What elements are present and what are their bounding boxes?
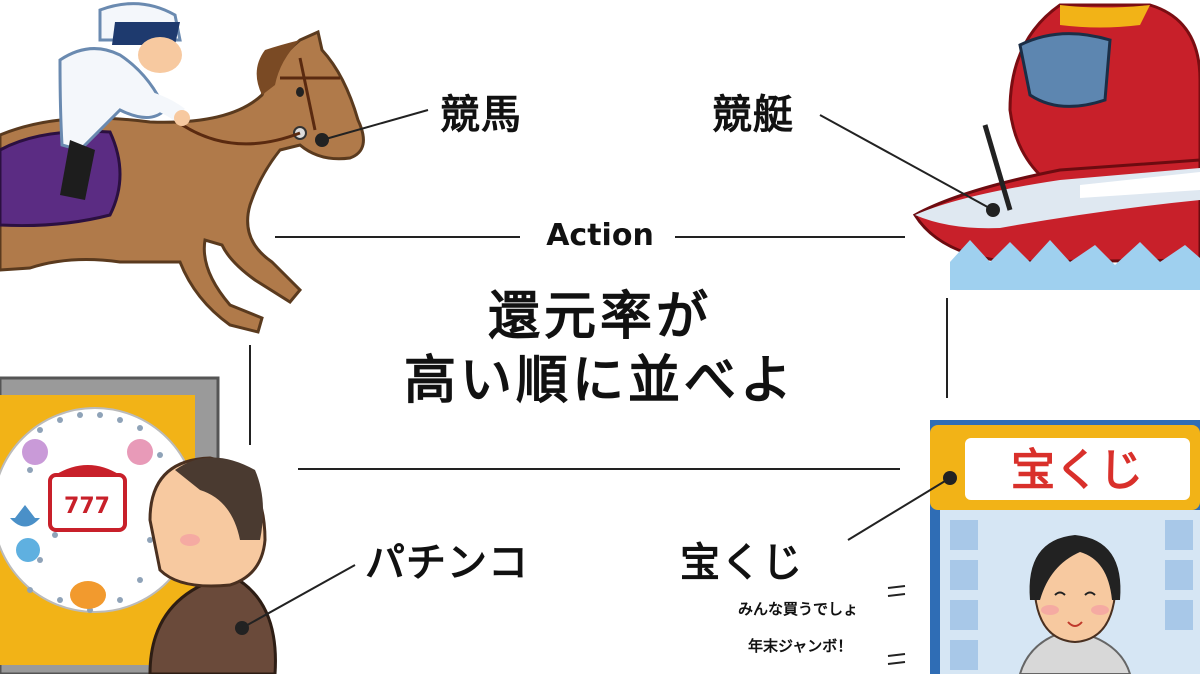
- takarakuji-pointer-line: [847, 477, 951, 541]
- lottery-booth-illustration: 宝くじ: [930, 420, 1200, 674]
- boat-racer-illustration: [912, 3, 1200, 290]
- pachinko-label: パチンコ: [365, 540, 529, 586]
- main-question: 還元率が 高い順に並べよ: [300, 285, 900, 413]
- keiba-label: 競馬: [440, 92, 522, 138]
- takarakuji-label: 宝くじ: [680, 540, 803, 586]
- lottery-speech-line-2: 年末ジャンボ！: [748, 637, 853, 655]
- pachinko-illustration: 777: [0, 376, 277, 674]
- main-question-line-1: 還元率が: [487, 287, 712, 347]
- keiba-pointer-line: [321, 109, 429, 141]
- action-heading: Action: [546, 218, 654, 253]
- main-question-line-2: 高い順に並べよ: [403, 351, 796, 411]
- lottery-sign-text: 宝くじ: [1011, 445, 1143, 496]
- kyotei-label: 競艇: [712, 92, 794, 138]
- lottery-speech-line-1: みんな買うでしょ: [738, 600, 859, 618]
- pachinko-pointer-line: [241, 564, 356, 629]
- speech-marks: [887, 585, 906, 665]
- pachinko-reels-text: 777: [64, 494, 110, 519]
- kyotei-pointer-line: [819, 114, 994, 211]
- horse-jockey-illustration: [0, 2, 365, 334]
